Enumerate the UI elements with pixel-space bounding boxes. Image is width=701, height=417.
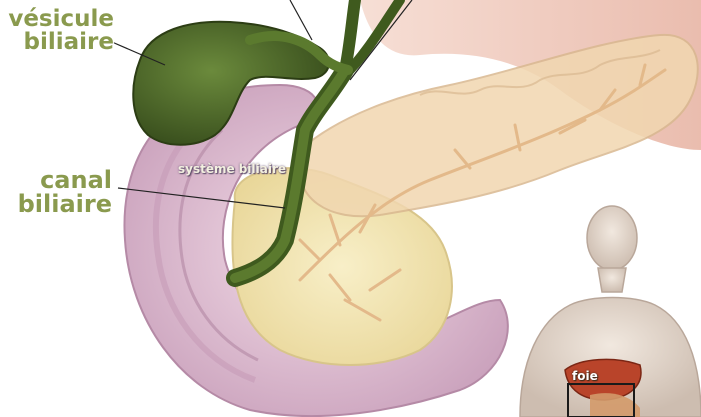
gallbladder-label-line2: biliaire — [6, 31, 114, 54]
gallbladder-label: vésicule biliaire — [6, 8, 114, 54]
biliary-system-label: système biliaire — [178, 163, 286, 175]
gallbladder-label-line1: vésicule — [6, 8, 114, 31]
liver-label: foie — [572, 370, 598, 382]
bile-duct-label-line2: biliaire — [8, 192, 112, 216]
bile-duct-label: canal biliaire — [8, 168, 112, 216]
body-figure — [520, 206, 701, 417]
bile-duct-label-line1: canal — [8, 168, 112, 192]
